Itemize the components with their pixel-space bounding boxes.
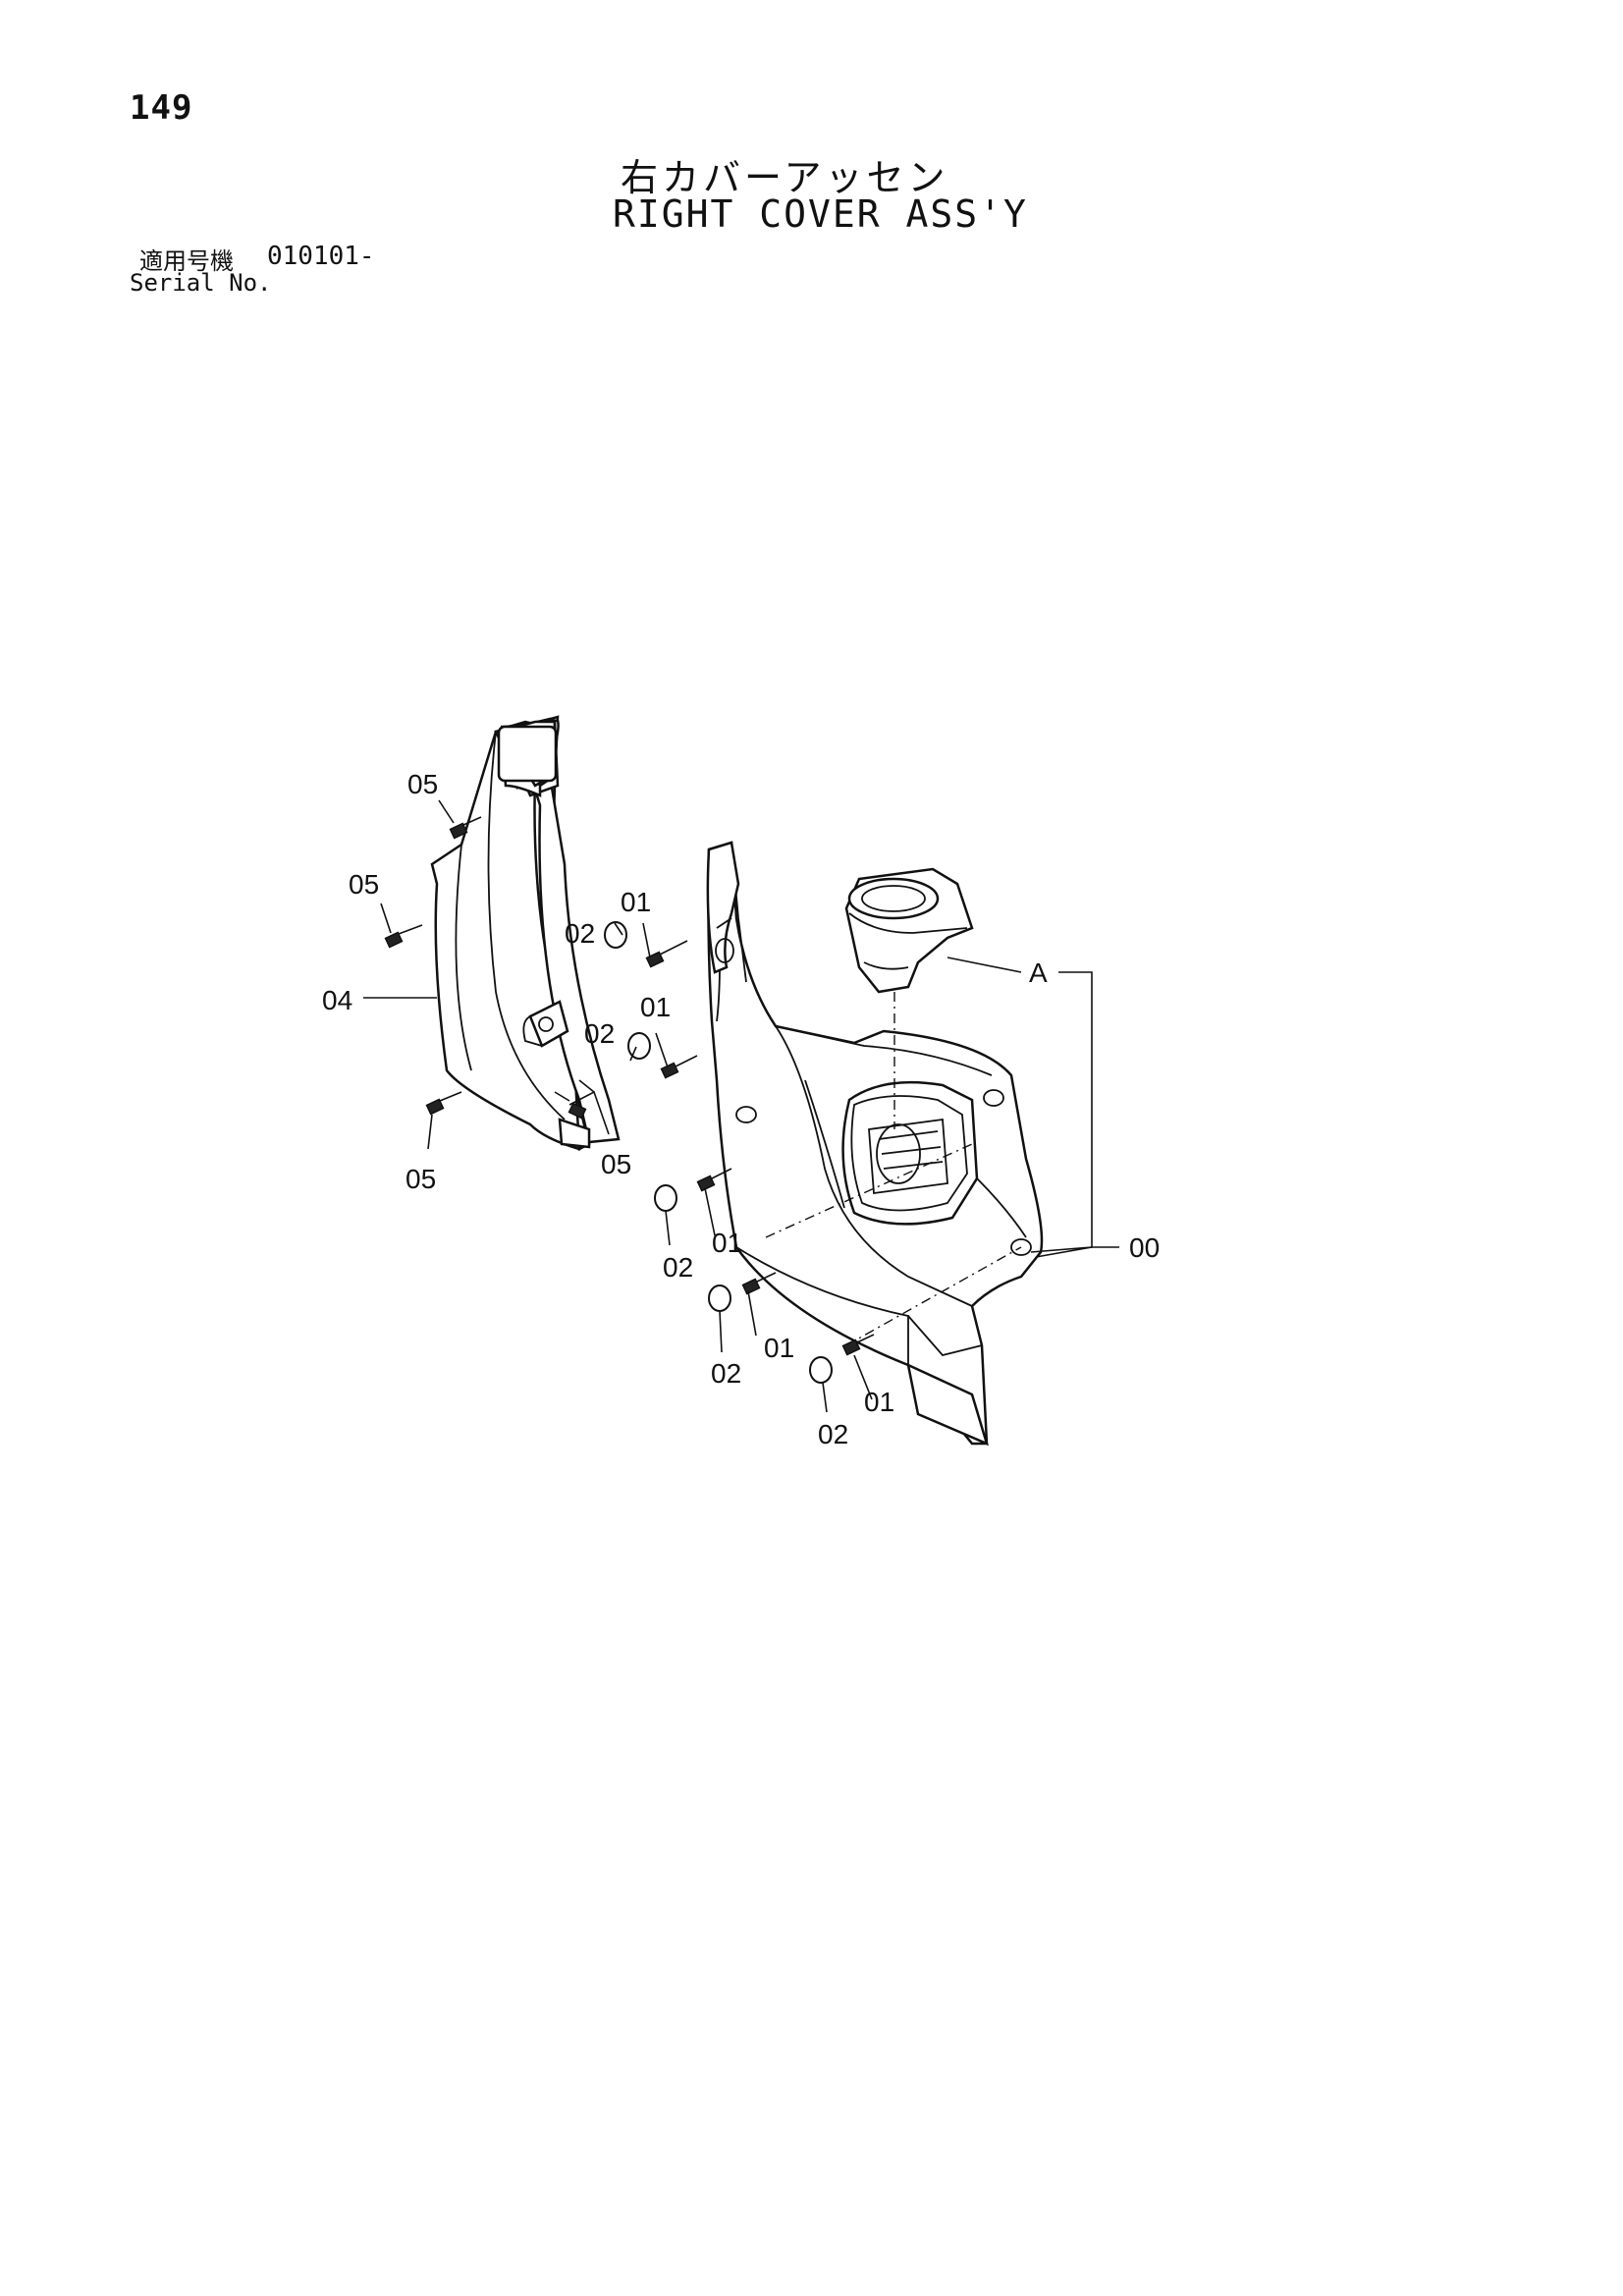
callout-04: 04 xyxy=(322,985,352,1015)
serial-number-value: 010101- xyxy=(267,242,375,271)
title-english: RIGHT COVER ASS'Y xyxy=(613,192,1028,236)
callout-05: 05 xyxy=(406,1164,436,1194)
callout-02: 02 xyxy=(711,1358,741,1389)
alignment-line xyxy=(765,1143,973,1238)
callout-02: 02 xyxy=(565,918,595,949)
callout-02: 02 xyxy=(584,1018,615,1049)
bolts xyxy=(384,816,875,1356)
callout-01: 01 xyxy=(640,992,671,1022)
callout-01: 01 xyxy=(621,887,651,917)
callout-05: 05 xyxy=(349,869,379,900)
callout-01: 01 xyxy=(764,1333,794,1363)
callout-02: 02 xyxy=(818,1419,848,1449)
callout-01: 01 xyxy=(864,1387,894,1417)
callout-a: A xyxy=(1029,957,1048,988)
part-a-duct xyxy=(844,867,974,994)
callout-00: 00 xyxy=(1129,1232,1160,1263)
page-number: 149 xyxy=(130,88,193,128)
part-04-side-cover xyxy=(430,715,621,1151)
leader-lines xyxy=(363,799,1119,1413)
callout-02: 02 xyxy=(663,1252,693,1283)
callout-05: 05 xyxy=(407,769,438,799)
serial-label-english: Serial No. xyxy=(130,269,272,297)
serial-label-japanese: 適用号機 xyxy=(139,247,234,275)
title-japanese: 右カバーアッセン xyxy=(621,156,949,199)
callout-05: 05 xyxy=(601,1149,631,1179)
callout-01: 01 xyxy=(712,1228,742,1258)
callout-labels: 05 05 04 05 05 01 02 01 02 01 02 01 02 0… xyxy=(322,769,1160,1449)
part-00-right-cover xyxy=(706,841,1044,1447)
alignment-line xyxy=(845,1246,1022,1346)
